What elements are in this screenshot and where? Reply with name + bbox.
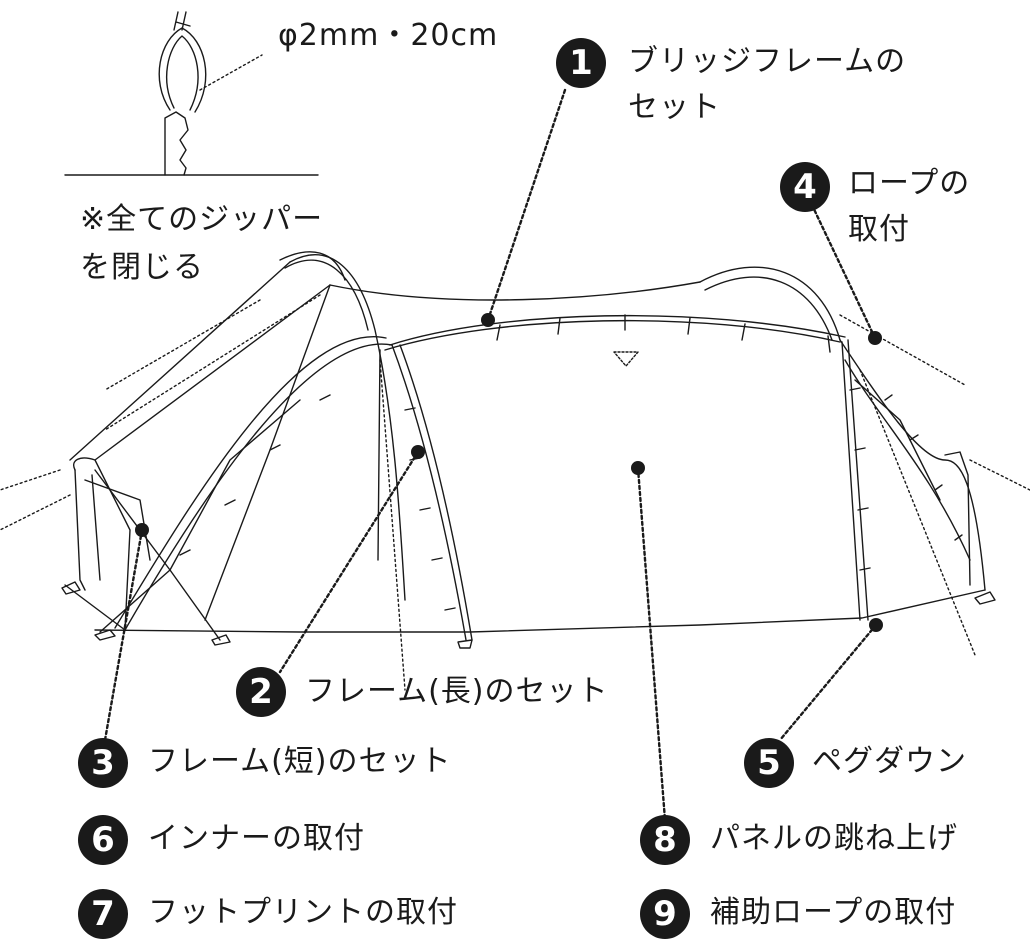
- marker-dots: [135, 313, 883, 632]
- guy-lines: [0, 294, 1030, 691]
- peg-detail: [64, 11, 319, 176]
- step-5-label: ペグダウン: [812, 744, 967, 779]
- step-1-badge: 1: [556, 38, 606, 88]
- step-4-badge: 4: [780, 162, 830, 212]
- leader-lines: [103, 88, 878, 822]
- step-7-label: フットプリントの取付: [148, 895, 458, 930]
- step-3-label: フレーム(短)のセット: [148, 744, 452, 779]
- step-2-label: フレーム(長)のセット: [305, 674, 609, 709]
- step-8-label: パネルの跳ね上げ: [710, 821, 958, 856]
- tent-body: [61, 251, 996, 649]
- step-5-badge: 5: [744, 738, 794, 788]
- step-6-badge: 6: [78, 815, 128, 865]
- step-2-badge: 2: [236, 667, 286, 717]
- step-9-label: 補助ロープの取付: [710, 895, 957, 930]
- step-4-label-line2: 取付: [848, 212, 910, 247]
- note-line-2: を閉じる: [80, 250, 204, 285]
- step-4-label: ロープの: [848, 166, 971, 201]
- step-8-badge: 8: [640, 815, 690, 865]
- step-9-badge: 9: [640, 889, 690, 939]
- step-6-label: インナーの取付: [148, 821, 365, 856]
- step-3-badge: 3: [78, 738, 128, 788]
- step-7-badge: 7: [78, 889, 128, 939]
- note-line-1: ※全てのジッパー: [80, 202, 324, 237]
- step-1-label: ブリッジフレームの: [628, 44, 907, 79]
- rope-spec-label: φ2mm・20cm: [278, 18, 499, 53]
- step-1-label-line2: セット: [628, 90, 721, 125]
